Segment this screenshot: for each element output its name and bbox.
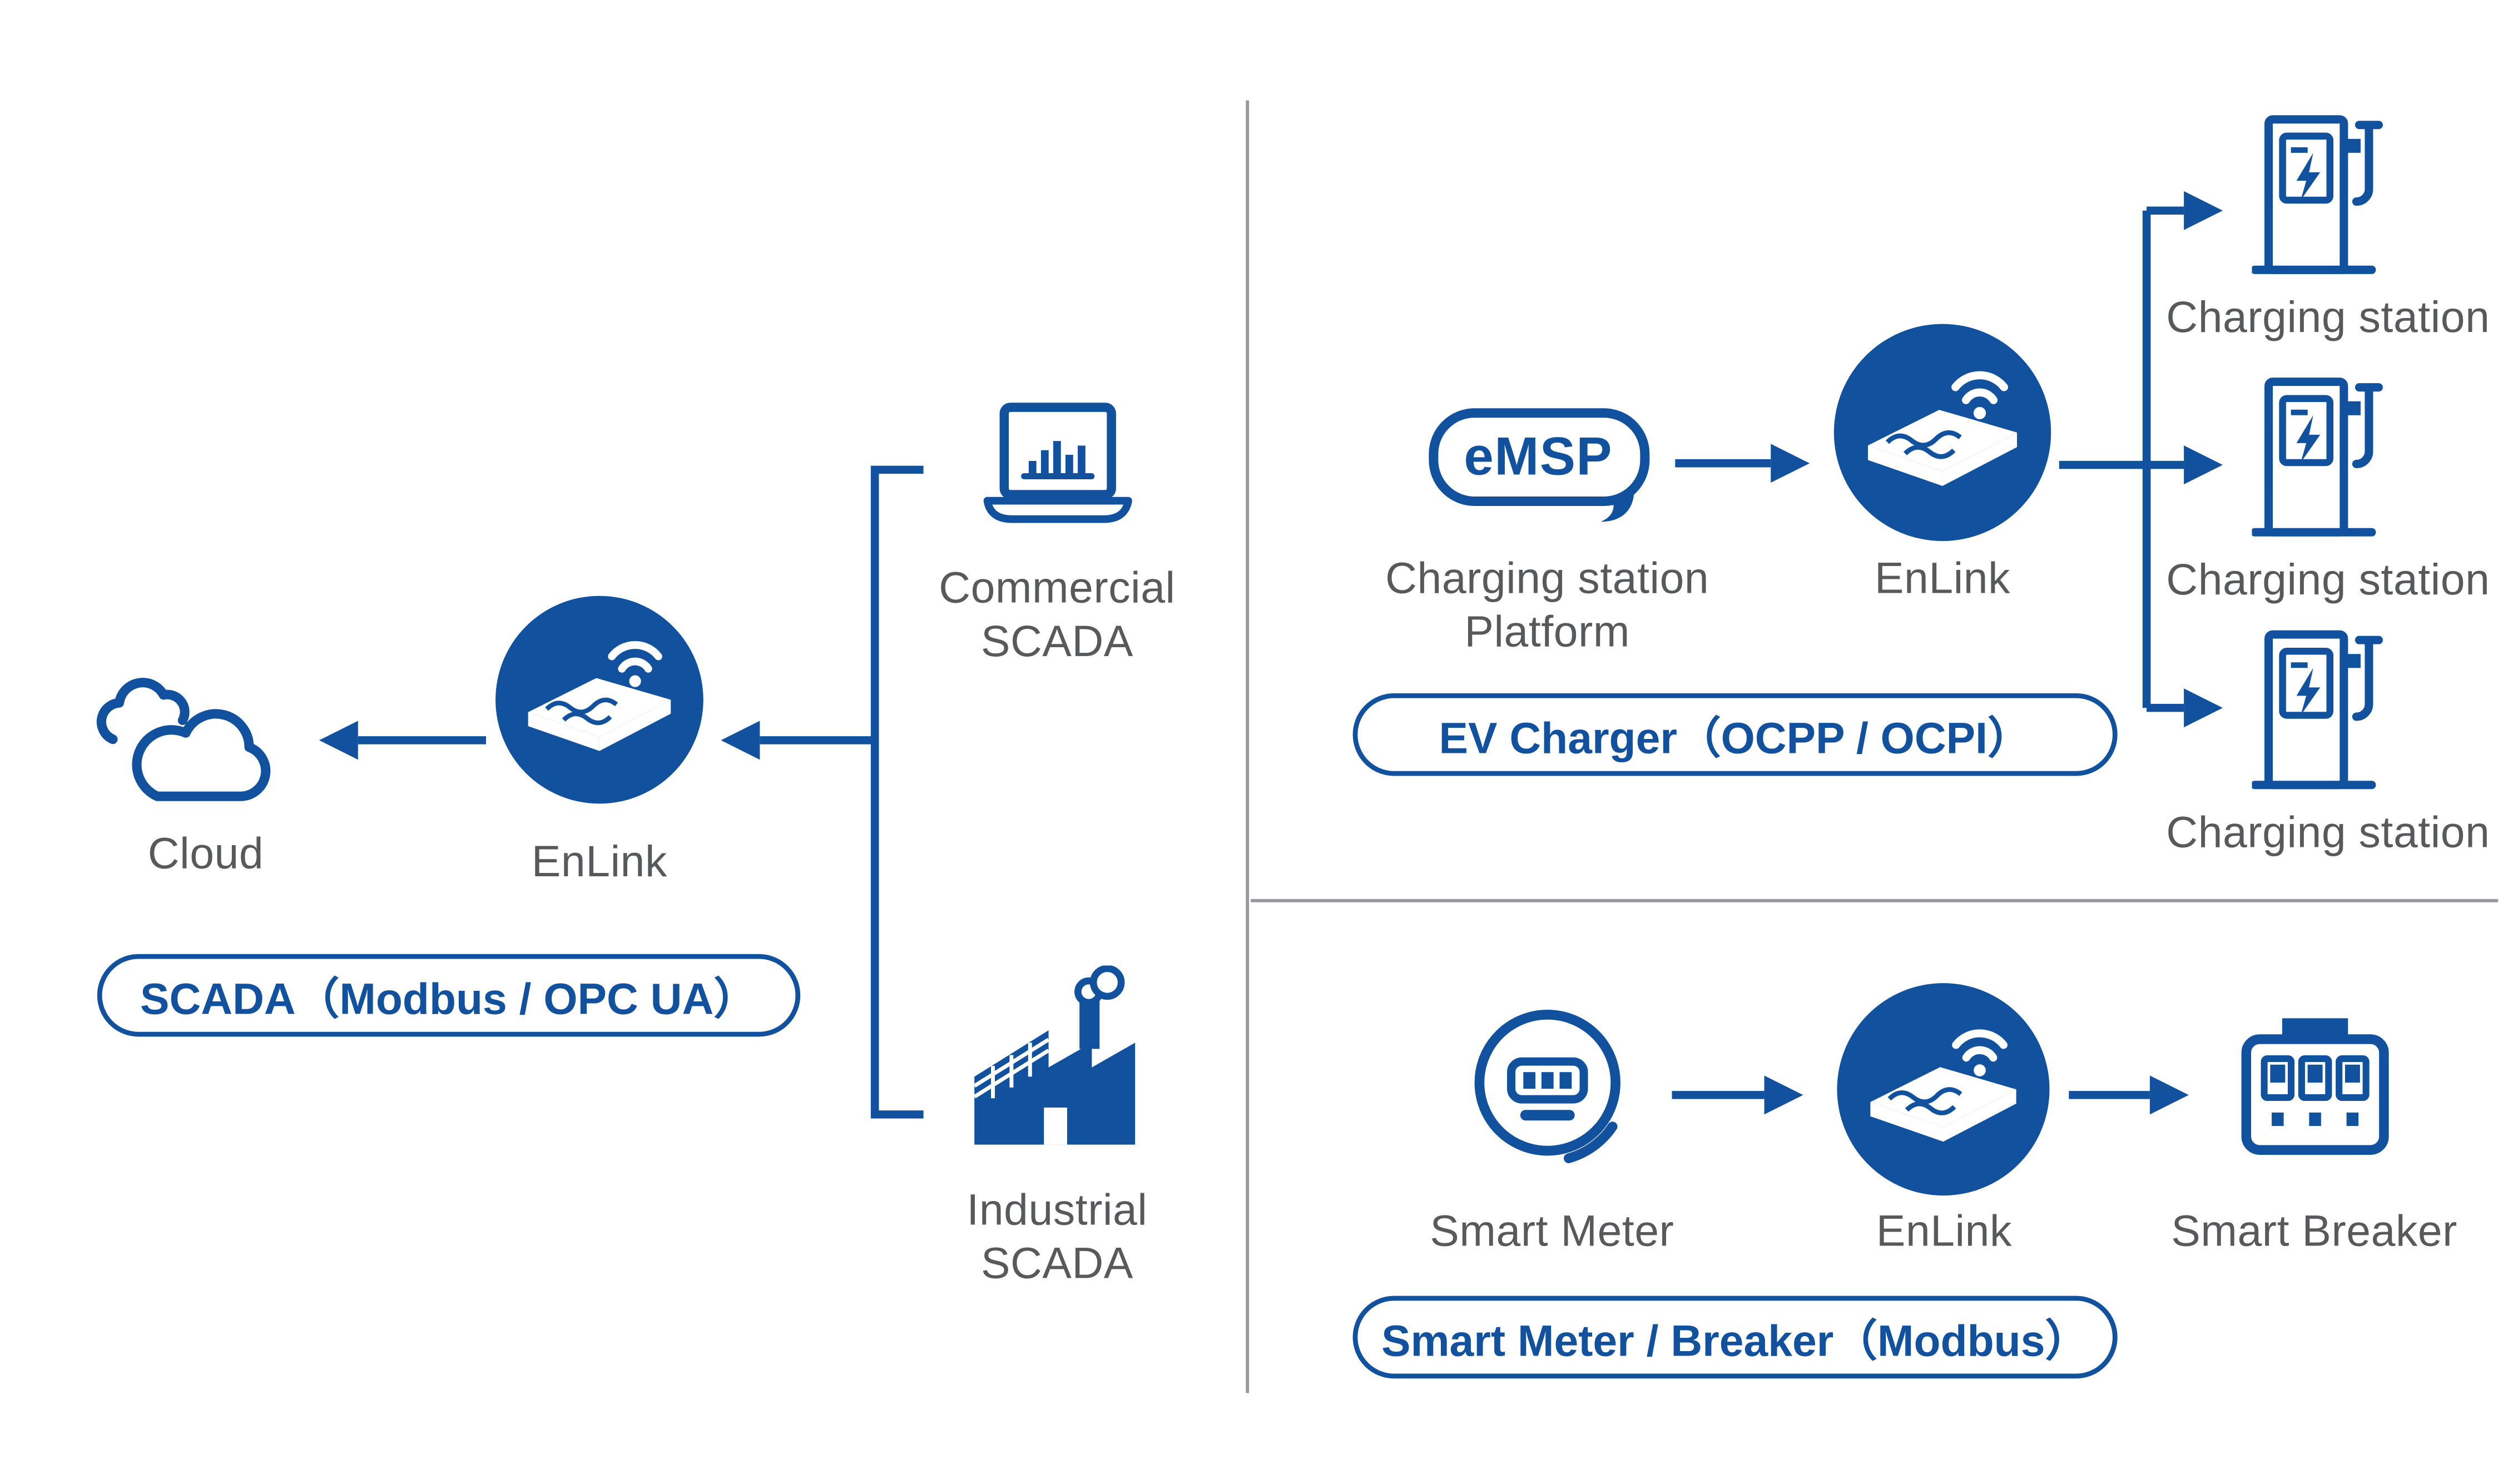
smart-meter-label: Smart Meter (1430, 1207, 1674, 1255)
enlink-label: EnLink (1876, 1207, 2012, 1255)
panel-divider-lines (1246, 100, 2499, 1393)
charging-station-icon (2252, 376, 2391, 541)
smart-breaker-icon (2233, 1011, 2398, 1168)
arrowhead-to-enlink-bottom (1764, 1075, 1803, 1115)
cloud-label: Cloud (147, 829, 264, 879)
industrial-scada-label: Industrial SCADA (966, 1185, 1148, 1288)
emsp-label: eMSP (1464, 426, 1613, 486)
enlink-label: EnLink (531, 837, 667, 886)
charging-station-label: Charging station (2166, 293, 2490, 342)
industrial-scada-icon (956, 965, 1157, 1166)
ev-charger-protocol-pill: EV Charger（OCPP / OCPI） (1352, 693, 2118, 776)
arrowhead-charger-2 (2184, 445, 2223, 485)
scada-protocol-pill: SCADA（Modbus / OPC UA） (97, 954, 801, 1037)
arrowhead-to-breaker (2149, 1075, 2189, 1115)
smart-meter-protocol-pill: Smart Meter / Breaker（Modbus） (1352, 1296, 2118, 1379)
arrowhead-to-cloud (319, 721, 358, 760)
commercial-scada-label: Commercial SCADA (939, 563, 1176, 666)
cloud-icon (91, 654, 305, 810)
commercial-scada-icon (972, 399, 1141, 554)
charging-station-label: Charging station (2166, 808, 2490, 857)
arrowhead-to-enlink-left (721, 721, 760, 760)
arrowhead-charger-1 (2184, 191, 2223, 230)
enlink-gateway-icon (1829, 319, 2056, 546)
scada-bracket (870, 465, 924, 1119)
enlink-label: EnLink (1875, 554, 2011, 603)
charging-station-icon (2252, 113, 2391, 279)
smart-meter-icon (1461, 1001, 1643, 1182)
enlink-gateway-icon (491, 591, 708, 808)
arrowhead-charger-3 (2184, 688, 2223, 728)
smart-breaker-label: Smart Breaker (2171, 1207, 2457, 1255)
enlink-gateway-icon (1832, 979, 2054, 1200)
charging-station-label: Charging station (2166, 555, 2490, 604)
flow-arrows (319, 191, 2223, 1119)
charging-station-icon (2252, 628, 2391, 793)
arrowhead-to-enlink-top (1771, 444, 1810, 483)
charging-platform-label: Charging station Platform (1385, 554, 1709, 656)
